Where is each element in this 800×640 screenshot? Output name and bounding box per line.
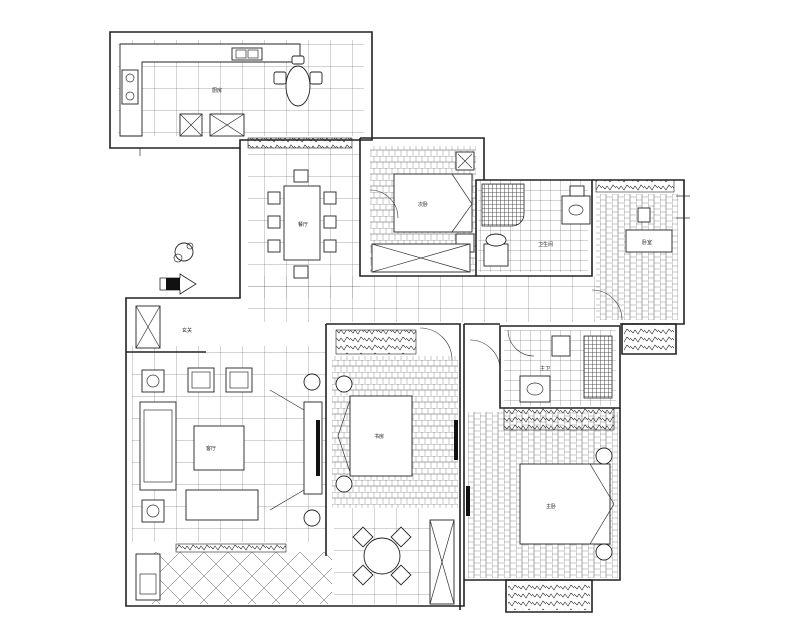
balcony-master: [505, 579, 593, 613]
kitchen-label: 厨房: [212, 87, 222, 94]
entry-arrow-icon: [159, 273, 197, 295]
bedroom-master: 主卧: [464, 323, 621, 581]
threshold-kitchen: [247, 137, 353, 149]
stove-icon: [121, 69, 139, 105]
bedroom-north: 卧室: [591, 179, 685, 325]
bedroom-north-label: 卧室: [642, 239, 652, 246]
study-room: 书房: [325, 323, 461, 610]
balcony-east: [621, 323, 677, 355]
bedroom-master-label: 主卧: [546, 503, 556, 510]
window-marks: [139, 148, 690, 219]
living-room: 客厅: [126, 305, 326, 542]
bedroom-second: 次卧: [359, 137, 485, 277]
plant-icon: [173, 242, 194, 263]
entry-label: 玄关: [182, 327, 192, 334]
bedroom-second-label: 次卧: [418, 201, 428, 208]
toilet-icon: [483, 233, 509, 267]
bathroom-master-label: 主卫: [540, 365, 550, 372]
kitchen-area: 厨房: [109, 31, 373, 149]
balcony-south: [125, 324, 465, 607]
bathroom-master: 主卫: [499, 325, 621, 409]
bathroom-label: 卫生间: [538, 241, 553, 248]
sink-icon: [561, 195, 591, 225]
bathroom: 卫生间: [475, 179, 593, 277]
study-label: 书房: [374, 433, 384, 440]
dining-label: 餐厅: [298, 221, 308, 228]
living-label: 客厅: [206, 445, 216, 452]
dining-area: 餐厅: [125, 148, 600, 556]
